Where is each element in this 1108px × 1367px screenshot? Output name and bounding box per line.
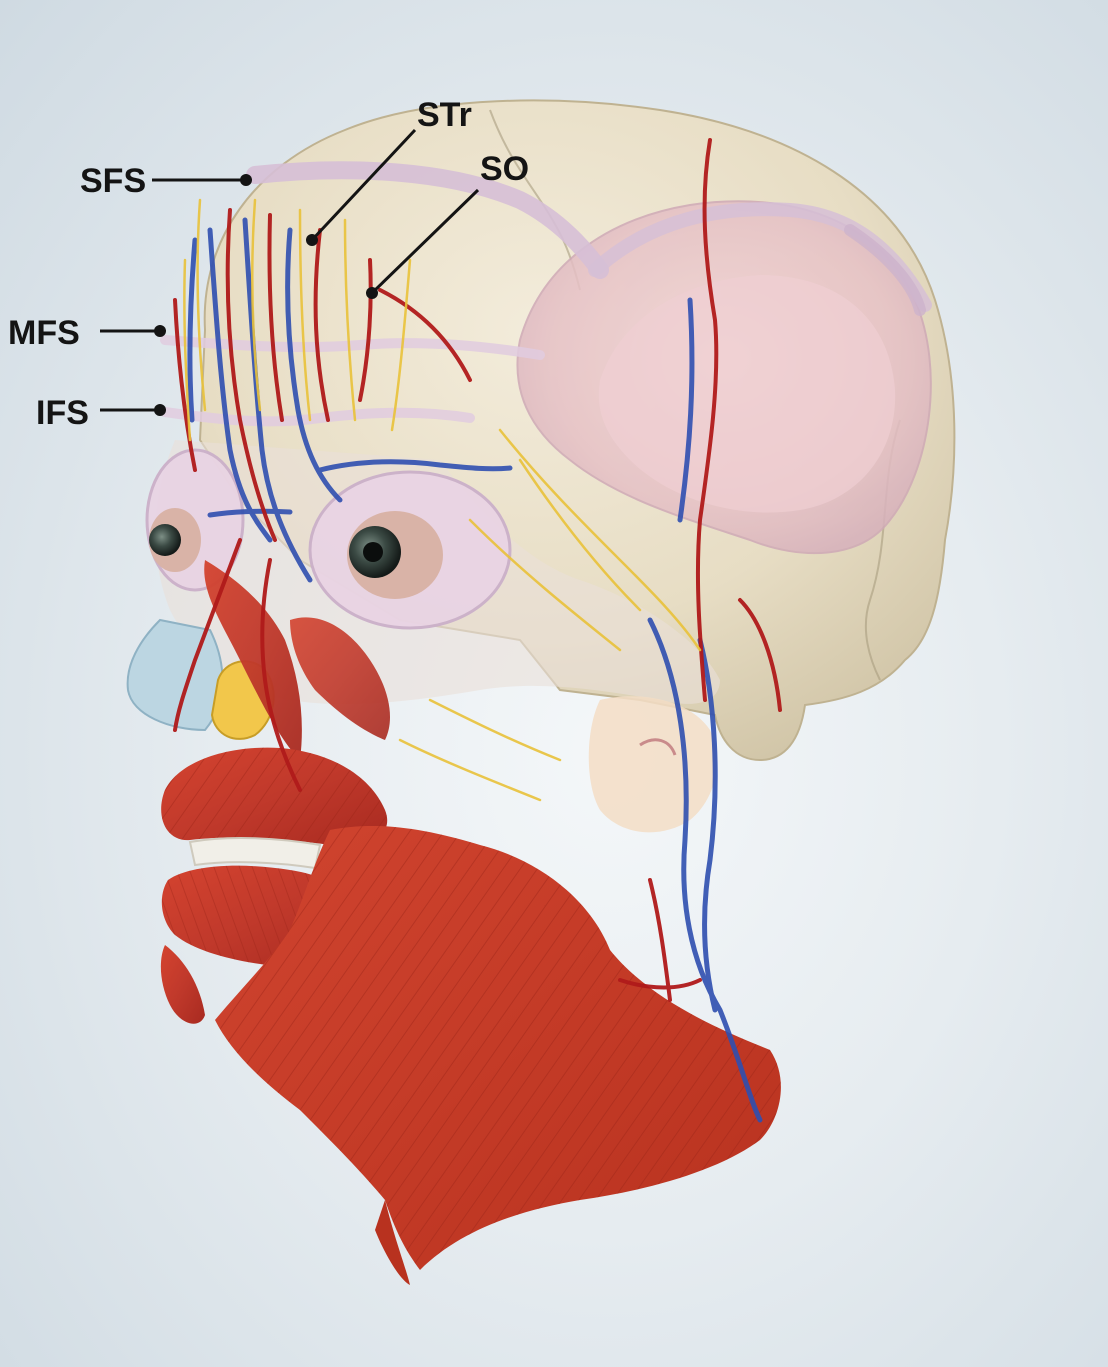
mentalis-muscle — [160, 945, 205, 1024]
ear-crease — [639, 738, 677, 756]
label-sfs: SFS — [80, 162, 146, 200]
zygomatic-muscle — [290, 617, 390, 740]
arteries — [173, 138, 782, 1002]
leader-markers — [154, 174, 378, 416]
label-str: STr — [417, 96, 472, 134]
teeth — [188, 837, 322, 870]
superior-temporal-line — [246, 161, 609, 279]
nasal-cartilage — [126, 618, 224, 732]
upper-lip-fibers — [161, 747, 388, 846]
label-mfs: MFS — [8, 314, 80, 352]
so-marker — [366, 287, 378, 299]
nerves — [183, 198, 702, 802]
mfs-marker — [154, 325, 166, 337]
right-iris — [149, 524, 181, 556]
temporal-fascia-arc — [844, 224, 926, 316]
str-marker — [306, 234, 318, 246]
levator-muscle — [204, 560, 302, 760]
parotid-region — [588, 696, 718, 833]
so-leader — [370, 188, 480, 295]
middle-frontal-band — [160, 335, 545, 360]
ifs-marker — [154, 404, 166, 416]
inferior-frontal-band — [160, 407, 475, 427]
veins — [187, 217, 763, 1123]
left-pupil — [363, 542, 383, 562]
label-so: SO — [480, 150, 529, 188]
neck-strap — [375, 1200, 410, 1285]
str-leader — [310, 128, 417, 242]
coronal-suture — [489, 109, 581, 291]
label-ifs: IFS — [36, 394, 89, 432]
temporal-muscle — [598, 275, 896, 513]
platysma-fibers — [215, 825, 781, 1270]
leader-lines — [100, 128, 480, 412]
sfs-marker — [240, 174, 252, 186]
